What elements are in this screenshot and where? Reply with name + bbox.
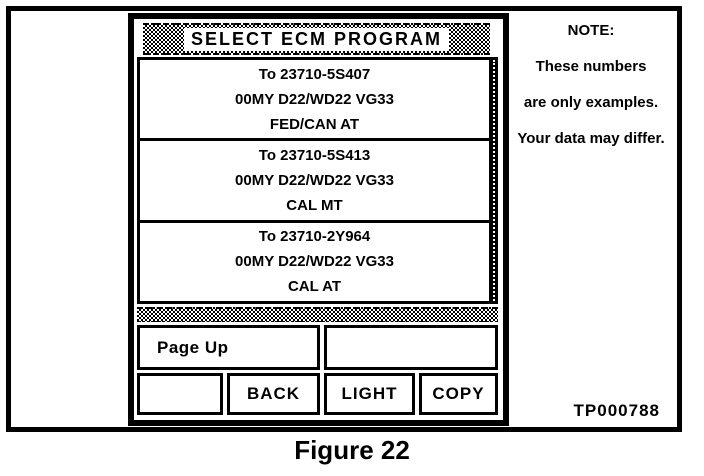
note-line: are only examples.: [523, 94, 659, 111]
page-up-label: Page Up: [157, 337, 229, 357]
light-button[interactable]: LIGHT: [324, 373, 415, 415]
item-spec: CAL AT: [287, 278, 342, 296]
page-up-button[interactable]: Page Up: [137, 325, 320, 370]
item-spec: CAL MT: [286, 196, 343, 214]
ecm-program-item-2[interactable]: To 23710-5S413 00MY D22/WD22 VG33 CAL MT: [137, 138, 489, 223]
item-model: 00MY D22/WD22 VG33: [235, 90, 394, 108]
item-model: 00MY D22/WD22 VG33: [235, 253, 394, 271]
figure-caption: Figure 22: [294, 435, 410, 465]
item-part-number: To 23710-5S407: [258, 65, 371, 83]
ecm-program-list: To 23710-5S407 00MY D22/WD22 VG33 FED/CA…: [137, 57, 498, 304]
note-heading: NOTE:: [567, 22, 615, 39]
copy-button[interactable]: COPY: [419, 373, 498, 415]
item-model: 00MY D22/WD22 VG33: [235, 171, 394, 189]
empty-cell: [324, 325, 498, 370]
page-up-row: Page Up: [137, 325, 498, 370]
back-button[interactable]: BACK: [227, 373, 320, 415]
item-part-number: To 23710-2Y964: [258, 228, 371, 246]
screen-title-bar: SELECT ECM PROGRAM: [143, 23, 490, 55]
function-keys-row: BACK LIGHT COPY: [137, 373, 498, 415]
ecm-program-item-3[interactable]: To 23710-2Y964 00MY D22/WD22 VG33 CAL AT: [137, 219, 489, 304]
item-spec: FED/CAN AT: [269, 115, 360, 133]
note-block: NOTE: These numbers are only examples. Y…: [501, 21, 681, 165]
screen-title: SELECT ECM PROGRAM: [183, 27, 449, 51]
note-line: These numbers: [535, 58, 647, 75]
item-part-number: To 23710-5S413: [258, 146, 371, 164]
separator-bar: [137, 307, 498, 322]
figure-code: TP000788: [573, 401, 660, 420]
figure-frame: SELECT ECM PROGRAM To 23710-5S407 00MY D…: [6, 6, 682, 432]
blank-key: [137, 373, 223, 415]
ecm-program-item-1[interactable]: To 23710-5S407 00MY D22/WD22 VG33 FED/CA…: [137, 57, 489, 142]
consult-screen: SELECT ECM PROGRAM To 23710-5S407 00MY D…: [128, 13, 509, 426]
scrollbar-dots: [493, 60, 495, 301]
note-line: Your data may differ.: [517, 130, 665, 147]
